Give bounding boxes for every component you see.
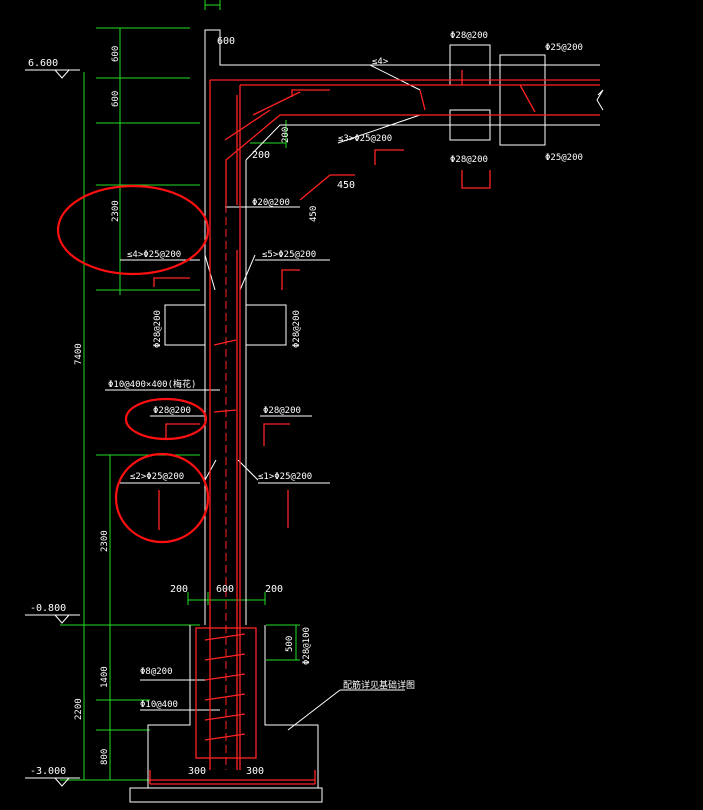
dim-col-top-600: 600	[217, 36, 235, 47]
elevation-top-label: 6.600	[28, 58, 58, 69]
dim-col-600: 600	[216, 584, 234, 595]
label-bar4-top: ≤4>	[372, 57, 389, 67]
dim-haunch-200-h: 200	[252, 150, 270, 161]
label-haunch: Φ20@200	[252, 198, 290, 208]
label-bar2: ≤2>Φ25@200	[130, 472, 184, 482]
label-beam-top-left: Φ28@200	[450, 31, 488, 41]
dim-found-300-right: 300	[246, 766, 264, 777]
label-found-b: Φ10@400	[140, 700, 178, 710]
label-beam-top-right: Φ25@200	[545, 43, 583, 53]
left-dimension-lines	[60, 0, 300, 781]
dim-2300-lower: 2300	[100, 530, 110, 552]
label-side-left: Φ28@200	[153, 310, 163, 348]
dim-800: 800	[100, 749, 110, 765]
label-mid-right: Φ28@200	[263, 406, 301, 416]
dim-col-200-right: 200	[265, 584, 283, 595]
elevation-markers	[25, 69, 80, 787]
elevation-base-label: -3.000	[30, 766, 66, 777]
label-side-right: Φ28@200	[292, 310, 302, 348]
dim-1400: 1400	[100, 666, 110, 688]
dim-2300-upper: 2300	[111, 200, 121, 222]
label-found-a: Φ8@200	[140, 667, 173, 677]
highlight-circle-bar2	[114, 452, 210, 544]
label-bar4: ≤4>Φ25@200	[127, 250, 181, 260]
dim-7400: 7400	[74, 343, 84, 365]
label-bar1: ≤1>Φ25@200	[258, 472, 312, 482]
label-found-side: Φ28@100	[302, 627, 312, 665]
label-bar3: ≤3>Φ25@200	[338, 134, 392, 144]
highlight-circles	[56, 184, 210, 544]
label-foundation-note: 配筋详见基础详图	[343, 679, 415, 691]
dim-found-300-left: 300	[188, 766, 206, 777]
rebar-lines	[149, 70, 600, 785]
structure-outline	[105, 29, 604, 803]
dim-col-200-left: 200	[170, 584, 188, 595]
label-beam-bot-left: Φ28@200	[450, 155, 488, 165]
label-beam-bot-right: Φ25@200	[545, 153, 583, 163]
label-bar5: ≤5>Φ25@200	[262, 250, 316, 260]
dim-found-500: 500	[285, 636, 295, 652]
dim-2200: 2200	[74, 698, 84, 720]
dim-600-top: 600	[111, 46, 121, 62]
highlight-circle-mid	[124, 397, 208, 441]
label-mid-left: Φ28@200	[153, 406, 191, 416]
label-stirrup: Φ10@400×400(梅花)	[108, 378, 196, 390]
dim-600-second: 600	[111, 91, 121, 107]
foundation-stirrups	[204, 633, 246, 741]
dim-450-a: 450	[337, 180, 355, 191]
dim-450-b: 450	[309, 206, 319, 222]
highlight-circle-bar4	[56, 184, 210, 276]
dim-haunch-200-v: 200	[281, 127, 291, 143]
elevation-ground-label: -0.800	[30, 603, 66, 614]
